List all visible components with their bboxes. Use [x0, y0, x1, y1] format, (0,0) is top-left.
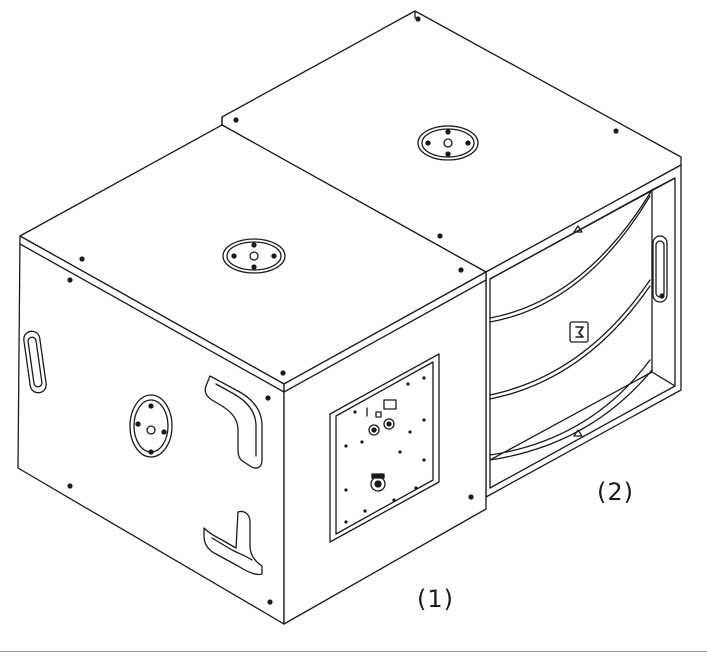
enclosure-2	[221, 10, 682, 498]
hand-grip-lower	[203, 510, 263, 576]
connector-panel	[329, 353, 440, 543]
rigging-plate-side	[129, 394, 173, 458]
enclosure-1	[17, 124, 487, 625]
callout-label-1: (1)	[417, 585, 454, 613]
rigging-plate-top-2	[417, 125, 479, 161]
hand-grip-upper	[204, 375, 263, 469]
speakon-connector-icon	[370, 473, 386, 492]
input-connector-icon	[366, 399, 397, 436]
rigging-plate-top-1	[222, 238, 286, 274]
callout-label-2: (2)	[597, 478, 634, 506]
front-grille	[489, 189, 653, 461]
bottom-separator	[0, 651, 707, 652]
brand-logo-icon	[569, 321, 589, 343]
handle-left	[23, 330, 47, 394]
enclosure-1-right	[283, 271, 487, 625]
